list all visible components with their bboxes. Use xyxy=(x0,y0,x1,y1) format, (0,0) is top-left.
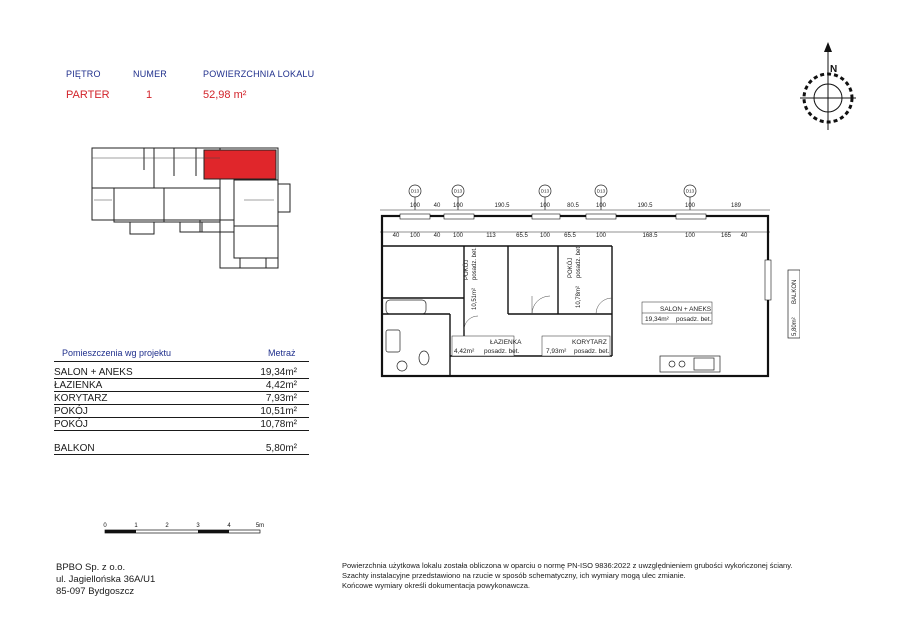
dim-label: 189 xyxy=(731,203,742,209)
axis-label: D13 xyxy=(454,189,463,194)
dim-label: 65.5 xyxy=(564,233,576,239)
dim-label: 100 xyxy=(596,233,607,239)
axis-label: D13 xyxy=(411,189,420,194)
floor-label: PIĘTRO xyxy=(66,69,101,79)
dim-label: 100 xyxy=(453,233,464,239)
balcony-row: BALKON 5,80m² xyxy=(54,443,309,455)
room-row: SALON + ANEKS 19,34m² xyxy=(54,367,309,379)
bath-label: ŁAZIENKA xyxy=(490,339,522,346)
room-name: KORYTARZ xyxy=(54,393,108,404)
room-row: POKÓJ 10,51m² xyxy=(54,406,309,418)
corridor-area: 7,93m² xyxy=(546,348,567,355)
dim-label: 100 xyxy=(685,233,696,239)
rooms-title: Pomieszczenia wg projektu xyxy=(62,348,172,358)
note-line: Końcowe wymiary określi dokumentacja pow… xyxy=(342,581,530,590)
kitchen-fixtures xyxy=(659,355,721,373)
area-label: POWIERZCHNIA LOKALU xyxy=(203,69,315,79)
room-name: POKÓJ xyxy=(54,406,88,417)
axis-label: D13 xyxy=(597,189,606,194)
room-area: 10,78m² xyxy=(260,419,297,430)
dim-label: 190.5 xyxy=(637,203,653,209)
axis-markers xyxy=(408,184,697,210)
bathroom-fixtures xyxy=(385,299,430,372)
note-line: Powierzchnia użytkowa lokalu została obl… xyxy=(342,561,793,570)
note-line: Szachty instalacyjne przedstawiono na rz… xyxy=(342,571,686,580)
room-area: 10,51m² xyxy=(260,406,297,417)
scale-tick: 2 xyxy=(165,523,169,529)
dim-label: 100 xyxy=(540,203,551,209)
room-row: POKÓJ 10,78m² xyxy=(54,419,309,431)
dim-label: 65.5 xyxy=(516,233,528,239)
scale-bar: 0 1 2 3 4 5m xyxy=(103,523,264,534)
room-name: SALON + ANEKS xyxy=(54,367,133,378)
number-label: NUMER xyxy=(133,69,167,79)
room1-floor: posadz. bet. xyxy=(472,247,478,280)
dim-label: 100 xyxy=(453,203,464,209)
floor-value: PARTER xyxy=(66,89,110,101)
room-row: ŁAZIENKA 4,42m² xyxy=(54,380,309,392)
company-name: BPBO Sp. z o.o. xyxy=(56,562,126,573)
company-city: 85-097 Bydgoszcz xyxy=(56,586,135,597)
dim-label: 168.5 xyxy=(642,233,658,239)
room-area: 5,80m² xyxy=(265,443,297,454)
room2-label: POKÓJ xyxy=(567,258,574,278)
balcony-label: BALKON xyxy=(792,280,798,304)
company-street: ul. Jagiellońska 36A/U1 xyxy=(56,574,156,585)
room-area: 7,93m² xyxy=(265,393,297,404)
area-value: 52,98 m² xyxy=(203,89,247,101)
balcony-area: 5,80m² xyxy=(792,317,798,336)
dim-label: 190.5 xyxy=(494,203,510,209)
salon-floor: posadz. bet. xyxy=(676,316,712,323)
top-dimensions: 100 40 100 190.5 100 80.5 100 190.5 100 … xyxy=(410,203,742,209)
highlighted-unit xyxy=(203,149,277,180)
room-name: BALKON xyxy=(54,443,95,454)
dim-label: 113 xyxy=(486,233,496,239)
room-area: 4,42m² xyxy=(265,380,297,391)
number-value: 1 xyxy=(146,89,153,101)
dim-label: 100 xyxy=(410,233,421,239)
notes-block: Powierzchnia użytkowa lokalu została obl… xyxy=(342,561,812,591)
room-row: KORYTARZ 7,93m² xyxy=(54,393,309,405)
room-name: ŁAZIENKA xyxy=(54,380,103,391)
bath-area: 4,42m² xyxy=(454,348,475,355)
floor-plan: D13 D13 D13 D13 D13 100 40 100 190.5 100… xyxy=(380,184,800,378)
corridor-label: KORYTARZ xyxy=(572,339,607,346)
scale-tick: 1 xyxy=(134,523,138,529)
room-area: 19,34m² xyxy=(260,367,297,378)
axis-label: D13 xyxy=(686,189,695,194)
room-name: POKÓJ xyxy=(54,419,88,430)
scale-tick: 5m xyxy=(256,523,264,529)
key-plan xyxy=(91,147,291,269)
bath-floor: posadz. bet. xyxy=(484,348,520,355)
room2-area: 10,78m² xyxy=(576,286,582,308)
dim-label: 40 xyxy=(741,233,748,239)
dim-label: 40 xyxy=(434,233,441,239)
dim-label: 40 xyxy=(393,233,400,239)
room1-area: 10,51m² xyxy=(472,288,478,310)
north-arrow-icon xyxy=(824,42,832,52)
dim-label: 100 xyxy=(596,203,607,209)
scale-tick: 0 xyxy=(103,523,107,529)
room2-floor: posadz. bet. xyxy=(576,245,582,278)
salon-area: 19,34m² xyxy=(645,316,670,323)
axis-label: D13 xyxy=(541,189,550,194)
salon-label: SALON + ANEKS xyxy=(660,306,712,313)
corridor-floor: posadz. bet. xyxy=(574,348,610,355)
dim-label: 100 xyxy=(685,203,696,209)
dim-label: 100 xyxy=(540,233,551,239)
scale-tick: 3 xyxy=(196,523,200,529)
dim-label: 40 xyxy=(434,203,441,209)
dim-label: 80.5 xyxy=(567,203,579,209)
dim-label: 100 xyxy=(410,203,421,209)
compass: N xyxy=(800,42,856,130)
company-block: BPBO Sp. z o.o. ul. Jagiellońska 36A/U1 … xyxy=(56,562,155,598)
room1-label: POKÓJ xyxy=(463,260,470,280)
north-letter: N xyxy=(830,64,837,75)
inner-dimensions: 40 100 40 100 113 65.5 100 65.5 100 168.… xyxy=(393,233,748,239)
area-header: Metraż xyxy=(268,348,296,358)
dim-label: 165 xyxy=(721,233,732,239)
scale-tick: 4 xyxy=(227,523,231,529)
